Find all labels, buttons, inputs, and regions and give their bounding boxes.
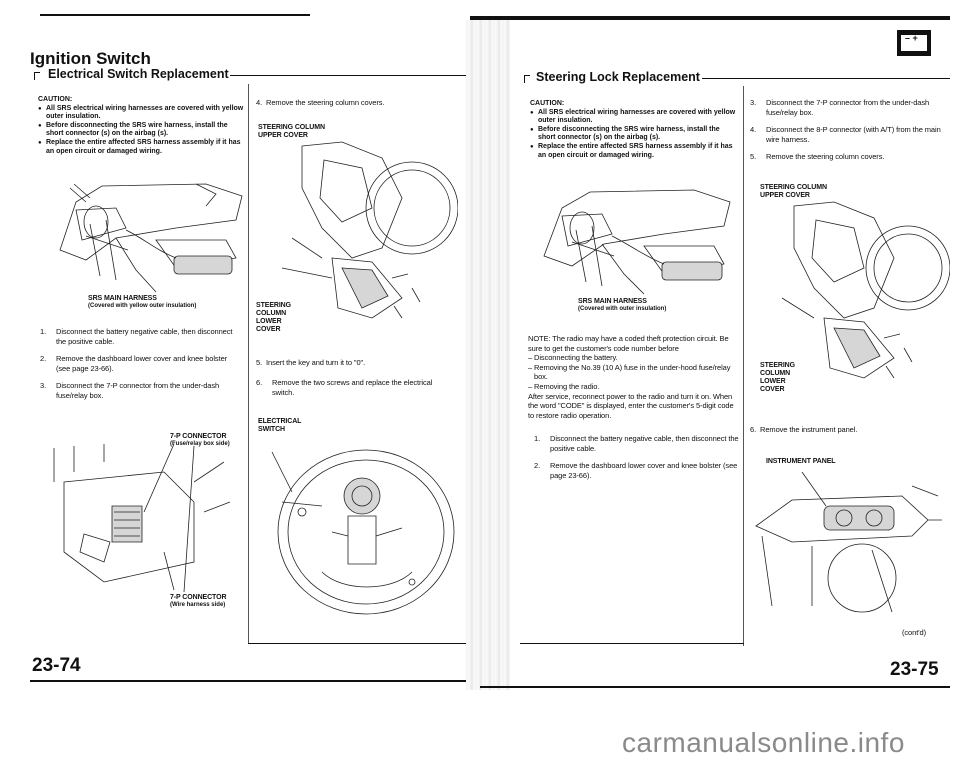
step-item: 6. Remove the instrument panel. (750, 425, 858, 434)
section-heading: Steering Lock Replacement (524, 70, 950, 86)
bottom-rule-right (480, 686, 950, 688)
column-divider (248, 84, 249, 644)
electrical-switch-illustration (262, 432, 458, 628)
fig-label: (Wire harness side) (170, 602, 226, 608)
battery-icon: – + (897, 30, 931, 56)
fig-label: STEERING COLUMN LOWER COVER (256, 302, 291, 333)
step-item: 3.Disconnect the 7-P connector from the … (750, 98, 930, 117)
fig-label: ELECTRICAL (258, 418, 302, 425)
section-title: Electrical Switch Replacement (48, 67, 229, 81)
caution-item: All SRS electrical wiring harnesses are … (530, 109, 736, 126)
fig-label: STEERING COLUMN LOWER COVER (760, 362, 795, 393)
fig-label: INSTRUMENT PANEL (766, 458, 836, 465)
step-item: 4.Disconnect the 8-P connector (with A/T… (750, 125, 941, 144)
step-item: 1.Disconnect the battery negative cable,… (40, 327, 233, 346)
fig-label: SRS MAIN HARNESS (88, 295, 157, 302)
section-title: Steering Lock Replacement (536, 70, 700, 84)
step-item: 5. Insert the key and turn it to "0". (256, 358, 366, 367)
fig-label: (Covered with outer insulation) (578, 306, 667, 312)
caution-item: Before disconnecting the SRS wire harnes… (530, 126, 736, 143)
bottom-rule-left (30, 680, 470, 682)
caution-item: Before disconnecting the SRS wire harnes… (38, 122, 244, 139)
caution-box: CAUTION: All SRS electrical wiring harne… (38, 96, 244, 156)
fig-label: (Fuse/relay box side) (170, 441, 230, 447)
step-item: 6.Remove the two screws and replace the … (256, 378, 433, 397)
steering-column-cover-illustration (262, 138, 458, 338)
top-rule-right (470, 16, 950, 20)
dashboard-illustration (540, 186, 736, 298)
step-item: 2.Remove the dashboard lower cover and k… (40, 354, 228, 373)
fig-label: STEERING COLUMN (760, 184, 827, 191)
page-title: Ignition Switch (30, 49, 151, 68)
fig-label: (Covered with yellow outer insulation) (88, 303, 197, 309)
caution-heading: CAUTION: (38, 96, 73, 103)
fig-label: UPPER COVER (258, 132, 308, 139)
fig-label: SRS MAIN HARNESS (578, 298, 647, 305)
step-item: 3.Disconnect the 7-P connector from the … (40, 381, 220, 400)
caution-item: Replace the entire affected SRS harness … (530, 143, 736, 160)
steering-column-cover-illustration (758, 198, 950, 394)
page-number: 23-74 (32, 655, 81, 676)
note-line: – Removing the radio. (528, 381, 600, 391)
dashboard-illustration (56, 180, 246, 298)
steps-list: 1.Disconnect the battery negative cable,… (40, 327, 240, 409)
steps-list: 1.Disconnect the battery negative cable,… (534, 434, 740, 488)
note-line: – Disconnecting the battery. (528, 353, 618, 363)
binding-gutter (466, 20, 510, 690)
fig-label: 7-P CONNECTOR (170, 433, 227, 440)
fuse-box-illustration (44, 442, 234, 592)
caution-item: Replace the entire affected SRS harness … (38, 139, 244, 156)
fig-label: 7-P CONNECTOR (170, 594, 227, 601)
column-bottom-rule (248, 643, 466, 644)
section-heading: Electrical Switch Replacement (34, 67, 470, 83)
caution-heading: CAUTION: (530, 100, 565, 107)
step-item: 2.Remove the dashboard lower cover and k… (534, 461, 738, 480)
note-line: – Removing the No.39 (10 A) fuse in the … (528, 362, 731, 382)
fig-label: SWITCH (258, 426, 286, 433)
continued-note: (cont'd) (902, 628, 926, 637)
steps-list: 3.Disconnect the 7-P connector from the … (750, 98, 942, 170)
column-divider (743, 86, 744, 646)
note-line: NOTE: The radio may have a coded theft p… (528, 334, 729, 353)
step-item: 5.Remove the steering column covers. (750, 152, 885, 162)
top-rule-left (40, 14, 310, 16)
caution-item: All SRS electrical wiring harnesses are … (38, 105, 244, 122)
fig-label: UPPER COVER (760, 192, 810, 199)
column-bottom-rule (520, 643, 744, 644)
step-item: 4. Remove the steering column covers. (256, 98, 385, 107)
fig-label: STEERING COLUMN (258, 124, 325, 131)
page-number: 23-75 (890, 659, 939, 680)
instrument-panel-illustration (752, 466, 948, 616)
watermark: carmanualsonline.info (622, 727, 905, 758)
caution-box: CAUTION: All SRS electrical wiring harne… (530, 100, 736, 160)
note-block: NOTE: The radio may have a coded theft p… (528, 334, 738, 420)
step-item: 1.Disconnect the battery negative cable,… (534, 434, 739, 453)
note-line: After service, reconnect power to the ra… (528, 391, 734, 420)
